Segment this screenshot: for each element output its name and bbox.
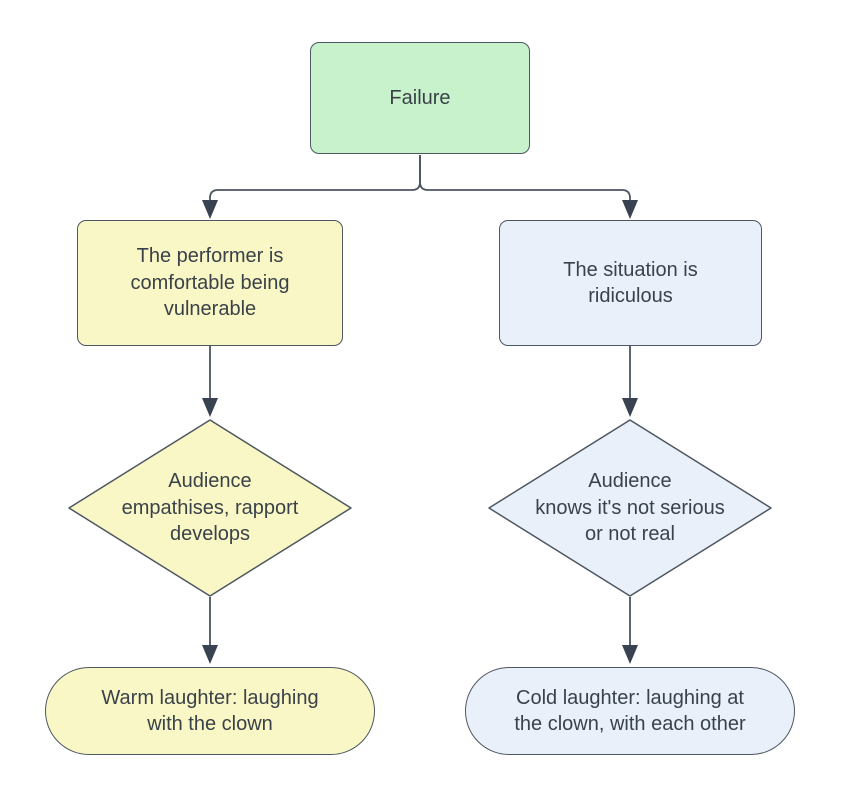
- edge-line: [419, 155, 631, 201]
- arrowhead-down-icon: [622, 645, 638, 664]
- edge-failure-to-performer: [202, 155, 421, 219]
- node-empathises-diamond: [68, 419, 352, 597]
- node-situation-ridiculous: The situation is ridiculous: [499, 220, 762, 346]
- edge-failure-to-situation: [419, 155, 638, 219]
- arrowhead-down-icon: [622, 398, 638, 417]
- edge-empathises-to-warm: [202, 597, 218, 664]
- arrowhead-down-icon: [622, 200, 638, 219]
- edge-knows-to-cold: [622, 597, 638, 664]
- node-warm-label: Warm laughter: laughing with the clown: [101, 686, 319, 735]
- node-cold-label: Cold laughter: laughing at the clown, wi…: [514, 686, 746, 735]
- node-situation-label: The situation is ridiculous: [563, 258, 698, 307]
- node-failure: Failure: [310, 42, 530, 154]
- arrowhead-down-icon: [202, 398, 218, 417]
- edge-line: [209, 155, 421, 201]
- edge-situation-to-knows: [622, 346, 638, 417]
- node-knows-diamond: [488, 419, 772, 597]
- node-performer-label: The performer is comfortable being vulne…: [130, 245, 290, 321]
- edge-performer-to-empathises: [202, 346, 218, 417]
- arrowhead-down-icon: [202, 200, 218, 219]
- node-failure-label: Failure: [389, 86, 451, 109]
- node-performer-comfortable: The performer is comfortable being vulne…: [77, 220, 343, 346]
- node-cold-laughter: Cold laughter: laughing at the clown, wi…: [465, 667, 795, 755]
- node-warm-laughter: Warm laughter: laughing with the clown: [45, 667, 375, 755]
- arrowhead-down-icon: [202, 645, 218, 664]
